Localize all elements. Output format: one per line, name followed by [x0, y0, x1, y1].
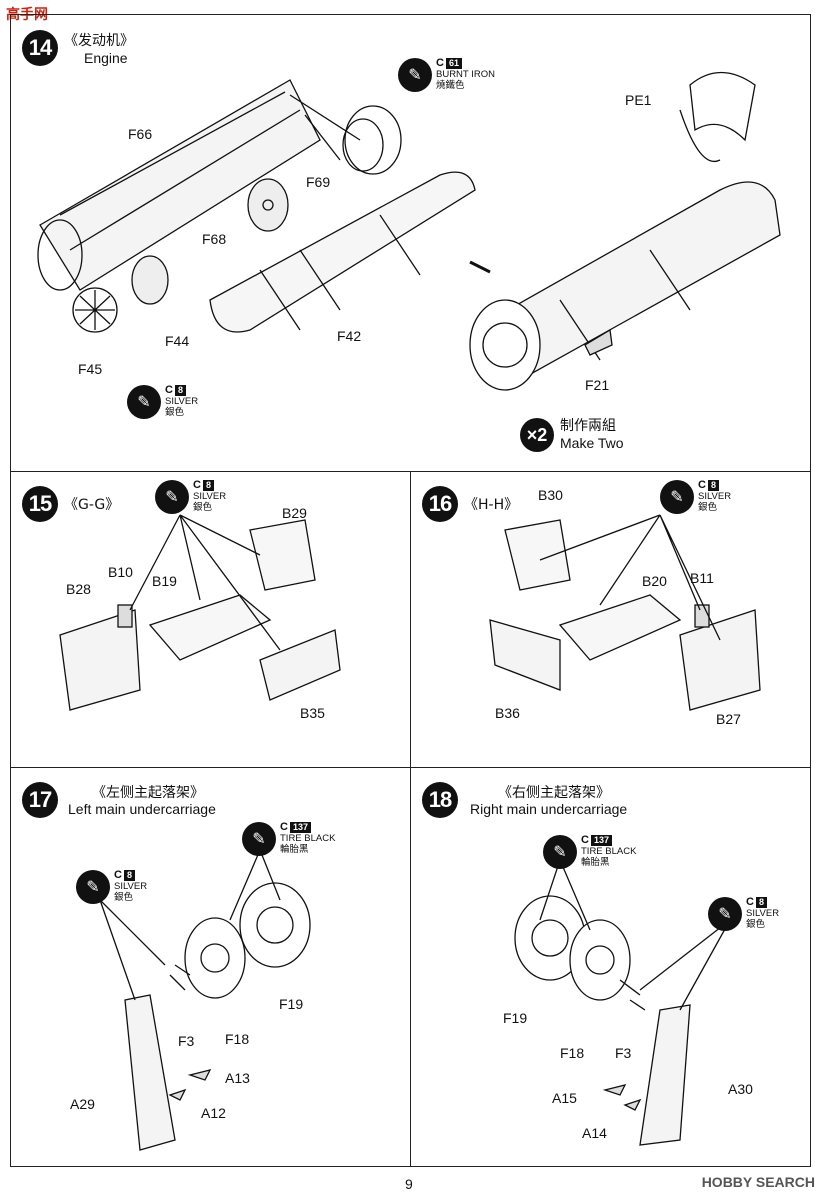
part-label: B27 [716, 711, 741, 727]
step-15-title: 《G-G》 [64, 497, 120, 513]
step-17-title-en: Left main undercarriage [68, 801, 216, 817]
paint-name-cn: 輪胎黑 [280, 844, 309, 855]
step-number-17: 17 [22, 782, 58, 818]
part-label: B19 [152, 573, 177, 589]
part-label: F18 [560, 1045, 585, 1061]
step-number-15: 15 [22, 486, 58, 522]
paint-name-en: SILVER [698, 491, 732, 502]
paint-brush-icon: ✎ [155, 480, 189, 514]
paint-brush-icon: ✎ [660, 480, 694, 514]
paint-name-cn: 銀色 [193, 502, 213, 513]
step-14-title-en: Engine [84, 50, 128, 66]
paint-brush-icon: ✎ [708, 897, 742, 931]
part-label: B10 [108, 564, 133, 580]
part-label: A29 [70, 1096, 95, 1112]
step-18-title-en: Right main undercarriage [470, 801, 628, 817]
part-label: F68 [202, 231, 227, 247]
part-label: A13 [225, 1070, 250, 1086]
paint-name-en: SILVER [165, 396, 199, 407]
make-two-cn: 制作兩組 [560, 418, 616, 434]
paint-brush-icon: ✎ [398, 58, 432, 92]
part-label: B20 [642, 573, 667, 589]
paint-brush-icon: ✎ [242, 822, 276, 856]
step-14-title-cn: 《发动机》 [64, 33, 134, 49]
paint-name-en: SILVER [114, 881, 148, 892]
part-label: PE1 [625, 92, 652, 108]
part-label: F44 [165, 333, 190, 349]
part-label: F45 [78, 361, 103, 377]
paint-name-en: TIRE BLACK [280, 833, 336, 844]
make-two-en: Make Two [560, 435, 624, 451]
part-label: F21 [585, 377, 610, 393]
paint-name-cn: 輪胎黑 [581, 857, 610, 868]
part-label: F3 [615, 1045, 632, 1061]
part-label: F42 [337, 328, 362, 344]
step-number-18: 18 [422, 782, 458, 818]
paint-brush-icon: ✎ [76, 870, 110, 904]
part-label: B35 [300, 705, 325, 721]
paint-name-en: SILVER [193, 491, 227, 502]
step-17-title-cn: 《左侧主起落架》 [92, 785, 204, 801]
part-label: A30 [728, 1081, 753, 1097]
step-number-16: 16 [422, 486, 458, 522]
part-label: F66 [128, 126, 153, 142]
make-two-note: ×2 制作兩組 Make Two [520, 418, 624, 452]
paint-name-cn: 銀色 [114, 892, 134, 903]
paint-name-en: SILVER [746, 908, 780, 919]
multiply-two-icon: ×2 [520, 418, 554, 452]
paint-name-cn: 銀色 [165, 407, 185, 418]
part-label: B36 [495, 705, 520, 721]
part-label: A14 [582, 1125, 607, 1141]
part-label: B30 [538, 487, 563, 503]
step-number-14: 14 [22, 30, 58, 66]
part-label: A12 [201, 1105, 226, 1121]
paint-name-cn: 銀色 [746, 919, 766, 930]
part-label: F19 [279, 996, 304, 1012]
part-label: F19 [503, 1010, 528, 1026]
part-label: B29 [282, 505, 307, 521]
part-label: F3 [178, 1033, 195, 1049]
paint-brush-icon: ✎ [543, 835, 577, 869]
part-label: B28 [66, 581, 91, 597]
part-label: B11 [690, 570, 714, 586]
panel-step-18 [410, 767, 811, 1167]
paint-name-cn: 燒鐵色 [436, 80, 465, 91]
part-label: F18 [225, 1031, 250, 1047]
page-number: 9 [405, 1176, 413, 1192]
step-16-title: 《H-H》 [464, 497, 519, 513]
watermark: HOBBY SEARCH [701, 1174, 815, 1190]
step-18-title-cn: 《右侧主起落架》 [498, 785, 610, 801]
part-label: F69 [306, 174, 331, 190]
paint-name-cn: 銀色 [698, 502, 718, 513]
paint-name-en: TIRE BLACK [581, 846, 637, 857]
part-label: A15 [552, 1090, 577, 1106]
paint-brush-icon: ✎ [127, 385, 161, 419]
paint-name-en: BURNT IRON [436, 69, 495, 80]
